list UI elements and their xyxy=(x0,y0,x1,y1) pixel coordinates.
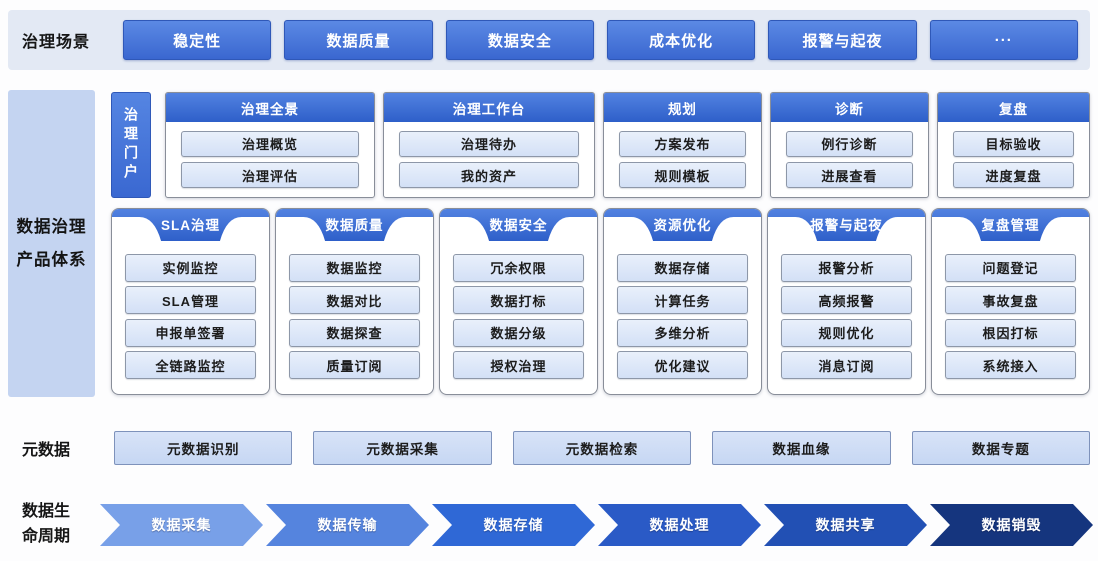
product-card-item[interactable]: 申报单签署 xyxy=(125,318,256,347)
metadata-item-recognition[interactable]: 元数据识别 xyxy=(114,431,293,465)
product-card-data-quality: 数据质量 数据监控 数据对比 数据探查 质量订阅 xyxy=(275,208,434,395)
portal-card-item[interactable]: 进展查看 xyxy=(785,162,913,189)
scenario-button-stability[interactable]: 稳定性 xyxy=(123,20,272,60)
product-card-ribbon: 数据质量 xyxy=(276,209,433,241)
portal-card-item[interactable]: 规则模板 xyxy=(618,162,746,189)
product-card-ribbon: 数据安全 xyxy=(440,209,597,241)
product-card-item[interactable]: 计算任务 xyxy=(617,286,748,315)
lifecycle-stage-transmission: 数据传输 xyxy=(266,504,429,546)
portal-card-workbench: 治理工作台 治理待办 我的资产 xyxy=(383,92,595,198)
product-card-item[interactable]: 消息订阅 xyxy=(781,351,912,380)
product-card-ribbon: SLA治理 xyxy=(112,209,269,241)
metadata-item-search[interactable]: 元数据检索 xyxy=(512,431,692,465)
product-card-item[interactable]: SLA管理 xyxy=(125,286,256,315)
portal-card-title: 诊断 xyxy=(770,93,928,122)
governance-portal-bar: 治理门户 xyxy=(111,92,151,198)
product-card-item[interactable]: 数据探查 xyxy=(289,318,420,347)
product-card-resource-optimization: 资源优化 数据存储 计算任务 多维分析 优化建议 xyxy=(603,208,762,395)
product-card-item[interactable]: 规则优化 xyxy=(781,318,912,347)
product-card-data-security: 数据安全 冗余权限 数据打标 数据分级 授权治理 xyxy=(439,208,598,395)
product-card-alerting: 报警与起夜 报警分析 高频报警 规则优化 消息订阅 xyxy=(767,208,926,395)
metadata-row: 元数据 元数据识别 元数据采集 元数据检索 数据血缘 数据专题 xyxy=(8,424,1091,472)
product-card-item[interactable]: 优化建议 xyxy=(617,351,748,380)
scenario-band-label: 治理场景 xyxy=(22,34,91,51)
metadata-item-collection[interactable]: 元数据采集 xyxy=(313,431,492,465)
scenario-button-cost-optimization[interactable]: 成本优化 xyxy=(606,20,756,60)
portal-card-item[interactable]: 方案发布 xyxy=(618,130,746,157)
product-card-item[interactable]: 实例监控 xyxy=(125,253,256,282)
portal-card-governance-overview: 治理全景 治理概览 治理评估 xyxy=(165,92,375,198)
portal-card-title: 治理工作台 xyxy=(384,93,594,122)
product-card-item[interactable]: 数据打标 xyxy=(453,286,584,315)
portal-card-diagnosis: 诊断 例行诊断 进展查看 xyxy=(769,92,929,198)
governance-portal-label: 治理门户 xyxy=(123,107,139,183)
product-card-ribbon: 资源优化 xyxy=(604,209,761,241)
scenario-button-data-quality[interactable]: 数据质量 xyxy=(284,20,433,60)
lifecycle-stage-processing: 数据处理 xyxy=(598,504,761,546)
product-card-item[interactable]: 授权治理 xyxy=(453,351,584,380)
product-card-title: 复盘管理 xyxy=(981,218,1040,233)
product-card-title: 数据安全 xyxy=(489,218,548,233)
scenario-button-alerts[interactable]: 报警与起夜 xyxy=(768,20,917,60)
product-card-item[interactable]: 数据监控 xyxy=(289,253,420,282)
portal-card-item[interactable]: 进度复盘 xyxy=(952,162,1075,189)
lifecycle-stage-collection: 数据采集 xyxy=(100,504,263,546)
product-card-title: 报警与起夜 xyxy=(810,218,883,233)
scenario-button-data-security[interactable]: 数据安全 xyxy=(445,20,594,60)
product-card-item[interactable]: 问题登记 xyxy=(945,253,1076,282)
portal-card-item[interactable]: 治理概览 xyxy=(181,130,359,157)
portal-card-title: 规划 xyxy=(603,93,761,122)
product-card-item[interactable]: 冗余权限 xyxy=(453,253,584,282)
product-system-sidebar: 数据治理产品体系 xyxy=(8,90,95,397)
product-card-item[interactable]: 高频报警 xyxy=(781,286,912,315)
metadata-item-lineage[interactable]: 数据血缘 xyxy=(712,431,891,465)
portal-card-item[interactable]: 我的资产 xyxy=(399,162,579,189)
lifecycle-row: 数据生命周期 数据采集 数据传输 数据存储 数据处理 数据共享 数据销毁 xyxy=(8,497,1093,553)
lifecycle-label: 数据生命周期 xyxy=(22,503,71,545)
lifecycle-stage-sharing: 数据共享 xyxy=(764,504,927,546)
portal-row: 治理门户 治理全景 治理概览 治理评估 治理工作台 治理待办 我的资产 规划 方… xyxy=(103,92,1091,198)
product-card-ribbon: 报警与起夜 xyxy=(768,209,925,241)
product-card-title: SLA治理 xyxy=(161,218,220,233)
product-card-ribbon: 复盘管理 xyxy=(932,209,1089,241)
product-row: SLA治理 实例监控 SLA管理 申报单签署 全链路监控 数据质量 数据监控 数… xyxy=(103,208,1090,395)
portal-card-planning: 规划 方案发布 规则模板 xyxy=(602,92,762,198)
product-card-item[interactable]: 数据存储 xyxy=(617,253,748,282)
lifecycle-stage-storage: 数据存储 xyxy=(432,504,595,546)
portal-card-review: 复盘 目标验收 进度复盘 xyxy=(936,92,1091,198)
metadata-items: 元数据识别 元数据采集 元数据检索 数据血缘 数据专题 xyxy=(114,431,1091,465)
scenario-band: 治理场景 稳定性 数据质量 数据安全 成本优化 报警与起夜 ··· xyxy=(8,10,1090,70)
lifecycle-stage-destruction: 数据销毁 xyxy=(930,504,1093,546)
scenario-button-more[interactable]: ··· xyxy=(929,20,1078,60)
portal-card-item[interactable]: 例行诊断 xyxy=(785,130,913,157)
product-card-item[interactable]: 数据对比 xyxy=(289,286,420,315)
portal-card-item[interactable]: 治理评估 xyxy=(181,162,359,189)
portal-card-title: 复盘 xyxy=(937,93,1090,122)
product-card-item[interactable]: 事故复盘 xyxy=(945,286,1076,315)
product-card-item[interactable]: 根因打标 xyxy=(945,318,1076,347)
product-card-item[interactable]: 质量订阅 xyxy=(289,351,420,380)
portal-card-item[interactable]: 目标验收 xyxy=(952,130,1075,157)
product-card-title: 数据质量 xyxy=(325,218,384,233)
lifecycle-stages: 数据采集 数据传输 数据存储 数据处理 数据共享 数据销毁 xyxy=(100,504,1093,546)
product-card-review-management: 复盘管理 问题登记 事故复盘 根因打标 系统接入 xyxy=(931,208,1090,395)
product-card-sla: SLA治理 实例监控 SLA管理 申报单签署 全链路监控 xyxy=(111,208,270,395)
portal-card-title: 治理全景 xyxy=(166,93,374,122)
metadata-label: 元数据 xyxy=(22,442,71,459)
metadata-item-topics[interactable]: 数据专题 xyxy=(911,431,1091,465)
product-card-title: 资源优化 xyxy=(653,218,712,233)
product-system-label: 数据治理产品体系 xyxy=(16,218,87,269)
portal-card-item[interactable]: 治理待办 xyxy=(399,130,579,157)
product-card-item[interactable]: 系统接入 xyxy=(945,351,1076,380)
product-system-section: 数据治理产品体系 治理门户 治理全景 治理概览 治理评估 治理工作台 治理待办 … xyxy=(8,90,1091,397)
product-card-item[interactable]: 多维分析 xyxy=(617,318,748,347)
scenario-buttons: 稳定性 数据质量 数据安全 成本优化 报警与起夜 ··· xyxy=(123,20,1090,60)
product-card-item[interactable]: 报警分析 xyxy=(781,253,912,282)
product-card-item[interactable]: 数据分级 xyxy=(453,318,584,347)
product-card-item[interactable]: 全链路监控 xyxy=(125,351,256,380)
